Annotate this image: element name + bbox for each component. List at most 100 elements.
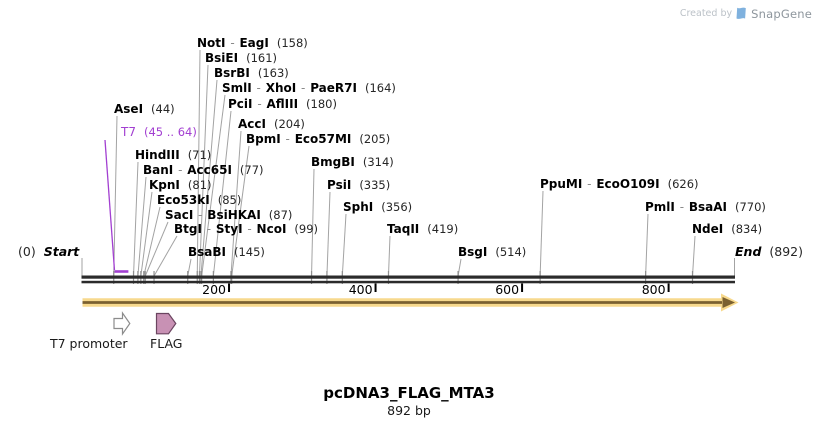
- enzyme-label-taqii: TaqII(419): [387, 222, 458, 236]
- enzyme-name: Eco53kI: [157, 193, 210, 207]
- cut-position: (161): [246, 51, 278, 65]
- cut-position: (335): [359, 178, 391, 192]
- enzyme-name: BsaBI: [188, 245, 226, 259]
- enzyme-name: NotI: [197, 36, 226, 50]
- site-connector: [140, 191, 153, 277]
- enzyme-name: BsiEI: [205, 51, 239, 65]
- enzyme-name: BsrBI: [214, 66, 250, 80]
- t7-name: T7: [121, 125, 136, 139]
- start-position: (0): [18, 244, 36, 259]
- end-position: (892): [769, 244, 804, 259]
- enzyme-name: BtgI: [174, 222, 202, 236]
- enzyme-name: BpmI: [246, 132, 281, 146]
- cut-position: (85): [217, 193, 242, 207]
- sequence-line-bottom: [81, 280, 735, 284]
- orf-arrowhead-core: [722, 297, 735, 308]
- enzyme-label-bsrbi: BsrBI (163): [214, 66, 289, 80]
- enzyme-name: PpuMI: [540, 177, 583, 191]
- cut-position: (180): [306, 97, 337, 111]
- enzyme-name: BanI: [143, 163, 174, 177]
- sequence-line-top: [81, 275, 735, 279]
- enzyme-label-acci: AccI(204): [238, 117, 305, 131]
- enzyme-label-bsgi: BsgI(514): [458, 245, 526, 259]
- enzyme-name: SacI: [165, 208, 194, 222]
- credit-prefix-text: Created by: [679, 8, 733, 19]
- separator: -: [253, 97, 266, 111]
- enzyme-label-bsiei: BsiEI (161): [205, 51, 277, 65]
- enzyme-label-bsabi: BsaBI (145): [188, 245, 265, 259]
- enzyme-name: NcoI: [256, 222, 287, 236]
- enzyme-name: Acc65I: [187, 163, 232, 177]
- cut-position: (205): [359, 132, 391, 146]
- enzyme-name: EcoO109I: [596, 177, 660, 191]
- enzyme-name: AseI: [114, 102, 144, 116]
- credit-brand-text: SnapGene: [751, 6, 812, 21]
- cut-position: (514): [495, 245, 527, 259]
- enzyme-name: PsiI: [327, 178, 352, 192]
- enzyme-name: KpnI: [149, 178, 180, 192]
- site-connector: [341, 213, 347, 277]
- enzyme-label-psii: PsiI (335): [327, 178, 390, 192]
- enzyme-name: HindIII: [135, 148, 180, 162]
- enzyme-label-pmli-bsaai: PmlI - BsaAI(770): [645, 200, 766, 214]
- enzyme-label-sphi: SphI (356): [343, 200, 412, 214]
- separator: -: [226, 36, 239, 50]
- enzyme-name: SmlI: [222, 81, 252, 95]
- enzyme-label-saci-bsihkai: SacI - BsiHKAI(87): [165, 208, 292, 222]
- cut-position: (71): [187, 148, 212, 162]
- separator: -: [194, 208, 207, 222]
- cut-position: (145): [234, 245, 265, 259]
- site-connector: [231, 145, 250, 277]
- site-connector: [198, 64, 209, 277]
- enzyme-label-ndei: NdeI(834): [692, 222, 762, 236]
- separator: -: [174, 163, 187, 177]
- enzyme-name: BmgBI: [311, 155, 355, 169]
- site-connector: [212, 110, 232, 277]
- enzyme-name: SphI: [343, 200, 374, 214]
- enzyme-name: AccI: [238, 117, 266, 131]
- separator: -: [202, 222, 215, 236]
- cut-position: (77): [239, 163, 264, 177]
- axis-tick-label-400: 400: [348, 281, 373, 297]
- cut-position: (163): [257, 66, 289, 80]
- site-connector: [200, 79, 218, 277]
- enzyme-label-pcii-afliii: PciI - AflIII(180): [228, 97, 337, 111]
- sequence-length: 892 bp: [387, 403, 431, 418]
- axis-tick-label-600: 600: [495, 281, 520, 297]
- enzyme-label-eco53ki: Eco53kI (85): [157, 193, 241, 207]
- flag-arrow: [155, 312, 177, 335]
- site-connector: [133, 161, 139, 277]
- axis-tick-label-800: 800: [641, 281, 666, 297]
- sequence-title: pcDNA3_FLAG_MTA3: [323, 384, 495, 402]
- t7-connector: [104, 139, 116, 271]
- separator: -: [243, 222, 256, 236]
- flag-label: FLAG: [150, 336, 183, 351]
- site-connector: [196, 49, 201, 277]
- t7-promoter-arrow: [113, 311, 131, 336]
- cut-position: (314): [362, 155, 394, 169]
- cut-position: (158): [276, 36, 308, 50]
- enzyme-name: XhoI: [265, 81, 297, 95]
- cut-position: (419): [427, 222, 459, 236]
- snapgene-credit: Created by SnapGene: [680, 6, 812, 21]
- site-connector: [326, 191, 331, 277]
- enzyme-name: AflIII: [266, 97, 299, 111]
- enzyme-name: PaeR7I: [310, 81, 357, 95]
- site-connector: [230, 130, 242, 277]
- start-text: Start: [43, 244, 80, 259]
- start-label: (0) Start: [18, 245, 79, 258]
- site-connector: [311, 168, 315, 277]
- axis-tick-label-200: 200: [202, 281, 227, 297]
- enzyme-label-hindiii: HindIII (71): [135, 148, 211, 162]
- enzyme-label-noti-eagi: NotI - EagI(158): [197, 36, 308, 50]
- cut-position: (770): [735, 200, 766, 214]
- cut-position: (356): [381, 200, 413, 214]
- snapgene-logo-icon: [736, 7, 746, 19]
- site-connector: [201, 94, 226, 277]
- cut-position: (834): [731, 222, 763, 236]
- enzyme-name: BsaAI: [688, 200, 727, 214]
- enzyme-name: PmlI: [645, 200, 675, 214]
